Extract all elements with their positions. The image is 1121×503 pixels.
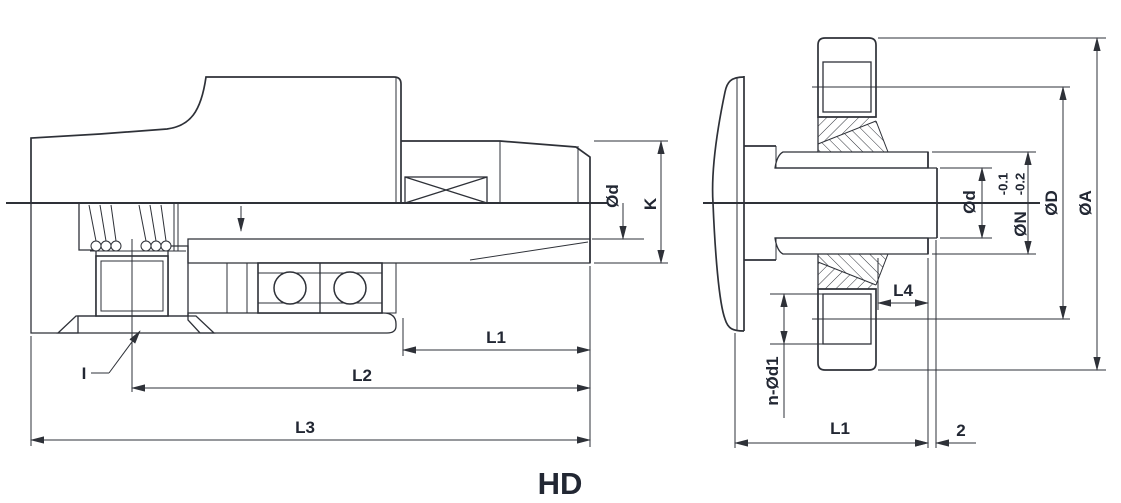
dim-label-N: ØN	[1011, 211, 1030, 237]
dim-label-N-tol-lower: -0.2	[1013, 173, 1028, 195]
hub-body	[744, 145, 938, 261]
spring-pack	[88, 204, 186, 252]
bearing-ball	[333, 271, 367, 305]
spindle-nose-outline	[401, 140, 591, 203]
bore-taper-line	[469, 241, 589, 261]
dim-label-gap-2: 2	[956, 421, 965, 440]
detail-label-I: I	[82, 364, 87, 383]
dim-label-L1-right: L1	[830, 419, 850, 438]
bearing-spacer	[226, 262, 248, 314]
detail-leader-I: I	[82, 330, 141, 383]
right-flange-view: Ød ØN -0.2 -0.1 ØD ØA L4 n-Ød1	[703, 37, 1106, 448]
mounting-flange	[812, 37, 1070, 371]
left-view-dimensions: Ød K L1 L2 L3 I	[30, 140, 668, 447]
bearing-ball	[273, 271, 307, 305]
dim-label-L4: L4	[893, 281, 913, 300]
right-view-dimensions: Ød ØN -0.2 -0.1 ØD ØA L4 n-Ød1	[734, 37, 1106, 448]
collet-pocket	[95, 239, 169, 392]
dim-label-D: ØD	[1042, 190, 1061, 216]
hub-wall-top	[774, 151, 929, 169]
dim-label-L3: L3	[295, 418, 315, 437]
dim-label-K: K	[641, 197, 660, 210]
dim-label-d-right: Ød	[960, 190, 979, 214]
ball-bearings	[257, 262, 383, 314]
dim-label-n-d1: n-Ød1	[763, 356, 782, 405]
dim-label-A: ØA	[1076, 190, 1095, 216]
left-section-view: Ød K L1 L2 L3 I	[6, 76, 668, 447]
dim-label-d-left: Ød	[603, 184, 622, 208]
dim-label-N-tol-upper: -0.1	[996, 173, 1011, 195]
crossed-box-symbol	[404, 176, 488, 204]
hub-wall-bottom	[774, 237, 929, 255]
dim-label-L1-left: L1	[486, 328, 506, 347]
body-outline	[30, 76, 591, 263]
end-disc	[711, 76, 745, 332]
drawing-title: HD	[538, 466, 583, 501]
taper-cone-top	[818, 121, 888, 152]
housing-section-hatching	[30, 202, 591, 334]
dim-label-L2: L2	[352, 366, 372, 385]
taper-cone-bottom	[818, 254, 888, 285]
